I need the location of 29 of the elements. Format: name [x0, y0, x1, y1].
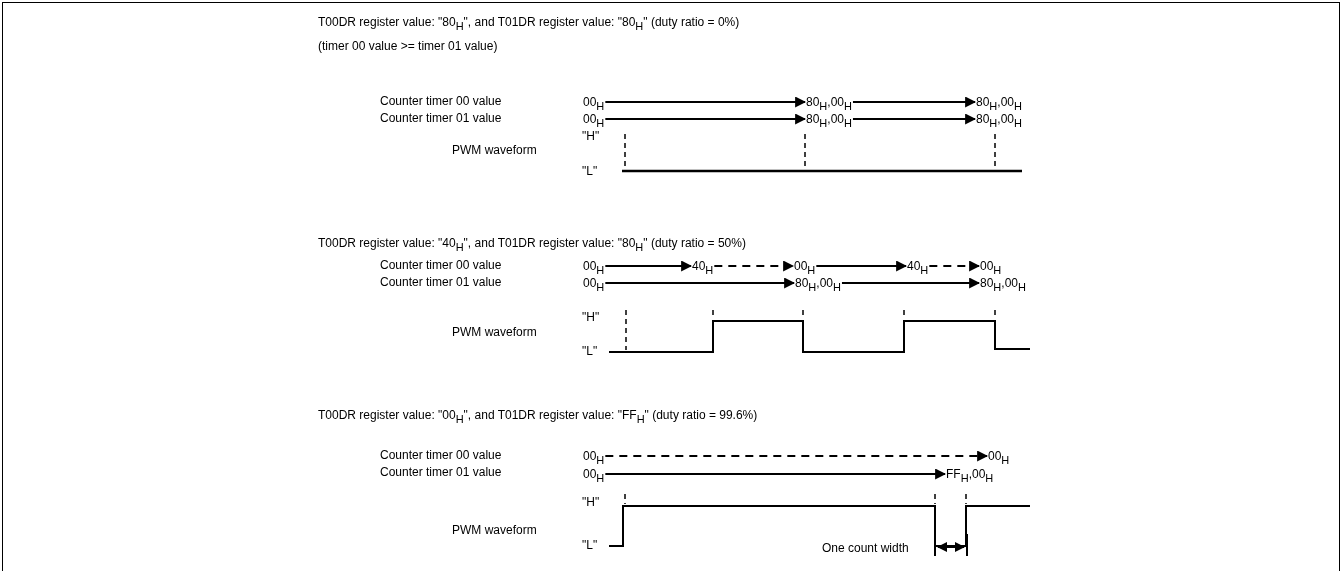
row-label: Counter timer 01 value [380, 275, 502, 289]
row-label: Counter timer 00 value [380, 94, 502, 108]
dashed-arrow [929, 260, 981, 272]
level-label: "L" [582, 538, 598, 552]
row-label: PWM waveform [452, 143, 537, 157]
row-label: Counter timer 01 value [380, 111, 502, 125]
arrow [605, 260, 693, 272]
arrow [605, 468, 947, 480]
arrow [816, 260, 908, 272]
note: (timer 00 value >= timer 01 value) [318, 39, 498, 53]
level-label: "L" [582, 164, 598, 178]
row-label: Counter timer 00 value [380, 258, 502, 272]
level-label: "H" [582, 129, 600, 143]
dashed-arrow [605, 450, 989, 462]
arrow [841, 277, 981, 289]
row-label: Counter timer 01 value [380, 465, 502, 479]
arrow [852, 113, 977, 125]
row-label: PWM waveform [452, 325, 537, 339]
arrow [852, 96, 977, 108]
dashed-arrow [714, 260, 795, 272]
arrow [605, 96, 807, 108]
arrow [605, 113, 807, 125]
arrow [605, 277, 796, 289]
row-label: PWM waveform [452, 523, 537, 537]
row-label: Counter timer 00 value [380, 448, 502, 462]
dimension-label: One count width [822, 541, 909, 555]
level-label: "L" [582, 344, 598, 358]
level-label: "H" [582, 310, 600, 324]
level-label: "H" [582, 495, 600, 509]
